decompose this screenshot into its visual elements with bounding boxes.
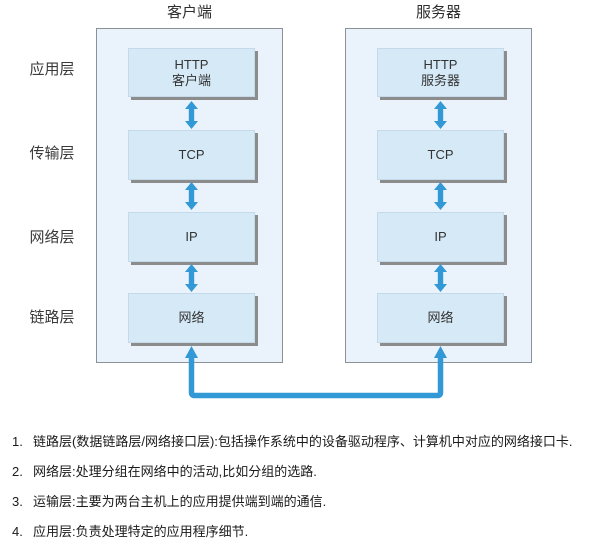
server-column-title: 服务器 (415, 4, 461, 21)
client-network-box: 网络 (128, 293, 255, 343)
layer-notes-list: 1. 链路层(数据链路层/网络接口层):包括操作系统中的设备驱动程序、计算机中对… (12, 433, 594, 553)
double-arrow-icon (185, 101, 198, 129)
client-column-title: 客户端 (166, 4, 212, 21)
double-arrow-icon (434, 182, 447, 210)
client-http-label-line2: 客户端 (171, 72, 211, 88)
layer-label-link: 链路层 (29, 309, 75, 326)
note-item-network-layer: 2. 网络层:处理分组在网络中的活动,比如分组的选路. (12, 463, 594, 480)
layer-label-transport: 传输层 (29, 145, 75, 162)
double-arrow-icon (434, 101, 447, 129)
server-network-label: 网络 (427, 310, 454, 325)
note-number: 2. (12, 464, 23, 479)
layer-label-network: 网络层 (29, 229, 75, 246)
double-arrow-icon (185, 264, 198, 292)
server-http-label-line1: HTTP (423, 56, 458, 72)
client-http-box: HTTP 客户端 (128, 48, 255, 97)
client-ip-box: IP (128, 212, 255, 262)
double-arrow-icon (434, 264, 447, 292)
server-ip-box: IP (377, 212, 504, 262)
server-network-box: 网络 (377, 293, 504, 343)
note-number: 4. (12, 524, 23, 539)
client-tcp-box: TCP (128, 130, 255, 180)
client-ip-label: IP (185, 229, 198, 244)
note-text: 应用层:负责处理特定的应用程序细节. (33, 524, 249, 539)
note-number: 3. (12, 494, 23, 509)
server-http-label-line2: 服务器 (420, 72, 460, 88)
layer-label-application: 应用层 (29, 61, 75, 78)
note-item-link-layer: 1. 链路层(数据链路层/网络接口层):包括操作系统中的设备驱动程序、计算机中对… (12, 433, 594, 450)
note-number: 1. (12, 434, 23, 449)
note-item-transport-layer: 3. 运输层:主要为两台主机上的应用提供端到端的通信. (12, 493, 594, 510)
note-text: 运输层:主要为两台主机上的应用提供端到端的通信. (33, 494, 327, 509)
server-http-box: HTTP 服务器 (377, 48, 504, 97)
server-tcp-label: TCP (427, 147, 454, 162)
client-http-label-line1: HTTP (174, 56, 209, 72)
note-text: 链路层(数据链路层/网络接口层):包括操作系统中的设备驱动程序、计算机中对应的网… (33, 434, 573, 449)
server-ip-label: IP (434, 229, 447, 244)
server-tcp-box: TCP (377, 130, 504, 180)
note-text: 网络层:处理分组在网络中的活动,比如分组的选路. (33, 464, 317, 479)
client-tcp-label: TCP (178, 147, 205, 162)
client-network-label: 网络 (178, 310, 205, 325)
double-arrow-icon (185, 182, 198, 210)
note-item-application-layer: 4. 应用层:负责处理特定的应用程序细节. (12, 523, 594, 540)
